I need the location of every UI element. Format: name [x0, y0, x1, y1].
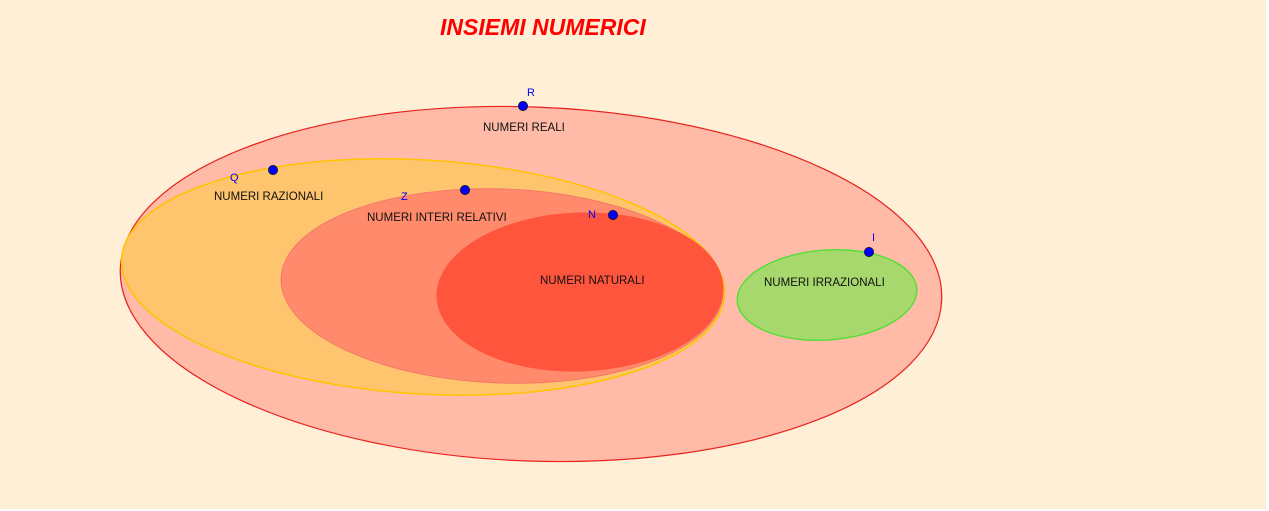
point-label-n: N — [588, 209, 596, 221]
set-label-naturali: NUMERI NATURALI — [540, 275, 645, 287]
set-label-reali: NUMERI REALI — [483, 122, 565, 134]
point-n[interactable] — [608, 209, 619, 220]
point-label-q: Q — [230, 172, 239, 184]
point-label-r: R — [527, 87, 535, 99]
point-z[interactable] — [459, 184, 470, 195]
point-label-i: I — [872, 232, 876, 244]
point-label-z: Z — [401, 191, 408, 203]
set-label-interi: NUMERI INTERI RELATIVI — [367, 212, 507, 224]
point-r[interactable] — [518, 101, 529, 112]
page-title: INSIEMI NUMERICI — [440, 14, 646, 40]
set-ellipse-irrazionali[interactable] — [734, 244, 920, 346]
point-i[interactable] — [864, 246, 875, 257]
set-label-irrazionali: NUMERI IRRAZIONALI — [764, 277, 885, 289]
set-ellipse-naturali[interactable] — [434, 208, 725, 376]
set-label-razionali: NUMERI RAZIONALI — [214, 191, 324, 203]
point-q[interactable] — [267, 164, 278, 175]
